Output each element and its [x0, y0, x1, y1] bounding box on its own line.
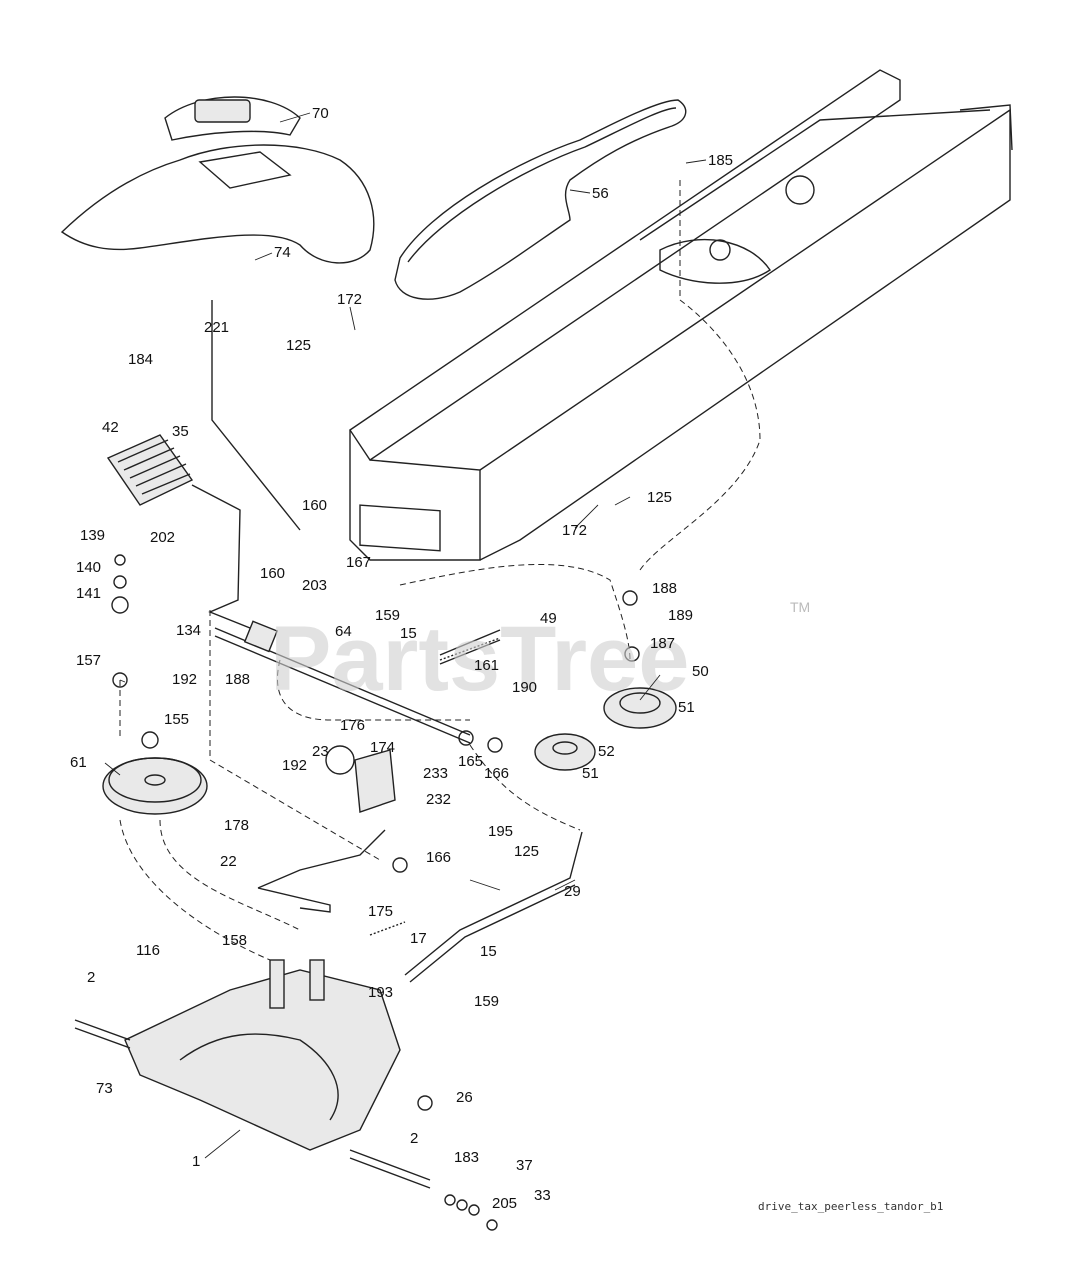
- assembly-dashed-lines: [119, 180, 761, 961]
- hardware-illustrations: [111, 554, 640, 1231]
- callout-134: 134: [176, 622, 201, 639]
- callout-189: 189: [668, 607, 693, 624]
- callout-166: 166: [426, 849, 451, 866]
- callout-187: 187: [650, 635, 675, 652]
- callout-51: 51: [678, 699, 695, 716]
- callout-160: 160: [302, 497, 327, 514]
- callout-165: 165: [458, 753, 483, 770]
- callout-188: 188: [652, 580, 677, 597]
- callout-140: 140: [76, 559, 101, 576]
- callout-125: 125: [286, 337, 311, 354]
- callout-70: 70: [312, 105, 329, 122]
- brake-pedal-illustration: [106, 300, 301, 633]
- callout-188: 188: [225, 671, 250, 688]
- callout-125: 125: [514, 843, 539, 860]
- callout-29: 29: [564, 883, 581, 900]
- callout-232: 232: [426, 791, 451, 808]
- callout-167: 167: [346, 554, 371, 571]
- callout-192: 192: [282, 757, 307, 774]
- callout-141: 141: [76, 585, 101, 602]
- callout-2: 2: [410, 1130, 418, 1147]
- callout-61: 61: [70, 754, 87, 771]
- callout-labels: 70 74 56 185 172 125 221 184 35 42 160 1…: [70, 105, 733, 1212]
- callout-192: 192: [172, 671, 197, 688]
- drive-belt-illustration: [394, 99, 687, 300]
- callout-15: 15: [480, 943, 497, 960]
- callout-17: 17: [410, 930, 427, 947]
- watermark-text: PartsTree: [270, 608, 689, 710]
- transaxle-illustration: [74, 959, 431, 1189]
- callout-52: 52: [598, 743, 615, 760]
- callout-172: 172: [562, 522, 587, 539]
- callout-157: 157: [76, 652, 101, 669]
- callout-202: 202: [150, 529, 175, 546]
- callout-203: 203: [302, 577, 327, 594]
- callout-35: 35: [172, 423, 189, 440]
- callout-160: 160: [260, 565, 285, 582]
- callout-175: 175: [368, 903, 393, 920]
- callout-205: 205: [492, 1195, 517, 1212]
- callout-23: 23: [312, 743, 329, 760]
- linkage-illustrations: [257, 749, 583, 983]
- callout-221: 221: [204, 319, 229, 336]
- callout-15: 15: [400, 625, 417, 642]
- callout-172: 172: [337, 291, 362, 308]
- callout-42: 42: [102, 419, 119, 436]
- callout-159: 159: [375, 607, 400, 624]
- callout-184: 184: [128, 351, 153, 368]
- callout-33: 33: [534, 1187, 551, 1204]
- callout-185: 185: [708, 152, 733, 169]
- callout-233: 233: [423, 765, 448, 782]
- callout-193: 193: [368, 984, 393, 1001]
- callout-155: 155: [164, 711, 189, 728]
- chassis-frame-illustration: [349, 69, 1013, 561]
- callout-74: 74: [274, 244, 291, 261]
- callout-161: 161: [474, 657, 499, 674]
- callout-2: 2: [87, 969, 95, 986]
- callout-49: 49: [540, 610, 557, 627]
- watermark-trademark: TM: [790, 599, 810, 615]
- callout-64: 64: [335, 623, 352, 640]
- reference-code: drive_tax_peerless_tandor_b1: [758, 1200, 943, 1213]
- callout-51: 51: [582, 765, 599, 782]
- callout-139: 139: [80, 527, 105, 544]
- callout-22: 22: [220, 853, 237, 870]
- callout-1: 1: [192, 1153, 200, 1170]
- callout-158: 158: [222, 932, 247, 949]
- callout-116: 116: [136, 942, 160, 959]
- callout-166: 166: [484, 765, 509, 782]
- callout-50: 50: [692, 663, 709, 680]
- callout-159: 159: [474, 993, 499, 1010]
- callout-leaders: [104, 112, 707, 1159]
- callout-125: 125: [647, 489, 672, 506]
- callout-37: 37: [516, 1157, 533, 1174]
- hood-fender-illustration: [60, 96, 375, 264]
- callout-176: 176: [340, 717, 365, 734]
- callout-183: 183: [454, 1149, 479, 1166]
- callout-56: 56: [592, 185, 609, 202]
- callout-195: 195: [488, 823, 513, 840]
- callout-190: 190: [512, 679, 537, 696]
- callout-73: 73: [96, 1080, 113, 1097]
- shaft-assembly-illustration: [214, 620, 501, 744]
- callout-26: 26: [456, 1089, 473, 1106]
- callout-178: 178: [224, 817, 249, 834]
- pulley-illustrations: [102, 687, 677, 815]
- callout-174: 174: [370, 739, 395, 756]
